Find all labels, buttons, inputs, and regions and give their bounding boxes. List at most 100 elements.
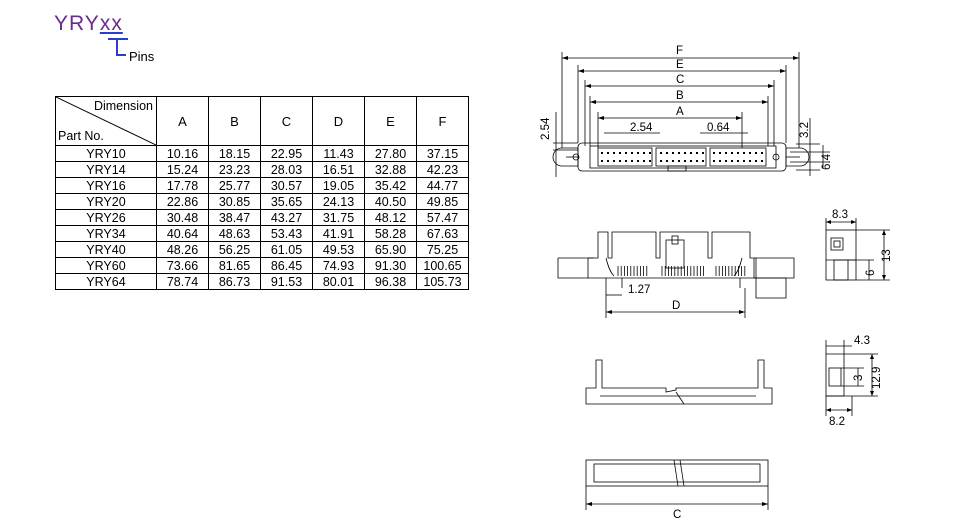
dimension-value-cell: 96.38 bbox=[364, 273, 417, 290]
dimension-value-cell: 40.64 bbox=[156, 225, 209, 242]
pin-dot bbox=[731, 160, 733, 162]
dimension-value-cell: 31.75 bbox=[312, 209, 365, 226]
pin-dot bbox=[613, 152, 615, 154]
dimension-value-cell: 105.73 bbox=[416, 273, 469, 290]
dimension-value-cell: 11.43 bbox=[312, 145, 365, 162]
dim-bottom-C-label: C bbox=[673, 509, 681, 521]
pin-dot bbox=[660, 160, 662, 162]
pin-dot bbox=[755, 152, 757, 154]
pin-dot bbox=[649, 160, 651, 162]
part-series-title: YRYxx bbox=[54, 12, 123, 36]
dim-front-pitch-label: 1.27 bbox=[628, 284, 650, 296]
dimension-value-cell: 78.74 bbox=[156, 273, 209, 290]
dimension-value-cell: 67.63 bbox=[416, 225, 469, 242]
pin-dot bbox=[625, 152, 627, 154]
pin-dot bbox=[643, 160, 645, 162]
pin-dot bbox=[749, 160, 751, 162]
pin-dot bbox=[702, 152, 704, 154]
dimension-value-cell: 35.42 bbox=[364, 177, 417, 194]
pin-dot bbox=[713, 152, 715, 154]
pin-dot bbox=[719, 152, 721, 154]
dimension-value-cell: 65.90 bbox=[364, 241, 417, 258]
pin-dot bbox=[619, 160, 621, 162]
series-prefix: YRY bbox=[54, 12, 100, 35]
bottom-view bbox=[585, 459, 769, 510]
pin-dot bbox=[643, 152, 645, 154]
side-view-1 bbox=[825, 218, 890, 281]
front-view bbox=[557, 231, 795, 318]
corner-part-label: Part No. bbox=[58, 129, 104, 143]
pin-dots bbox=[601, 152, 763, 162]
pin-dot bbox=[678, 152, 680, 154]
dim-r2-label: 6.4 bbox=[821, 153, 833, 170]
pin-dot bbox=[761, 152, 763, 154]
dim-B-label: B bbox=[676, 90, 684, 102]
side-view-2 bbox=[825, 340, 878, 416]
pin-teeth bbox=[617, 266, 746, 276]
pin-dot bbox=[737, 160, 739, 162]
dimension-value-cell: 41.91 bbox=[312, 225, 365, 242]
dim-side1-h1-label: 6 bbox=[865, 270, 877, 276]
pin-dot bbox=[743, 160, 745, 162]
pin-dot bbox=[601, 160, 603, 162]
pin-dot bbox=[690, 160, 692, 162]
part-number-cell: YRY14 bbox=[55, 161, 157, 178]
dimension-value-cell: 43.27 bbox=[260, 209, 313, 226]
pin-dot bbox=[649, 152, 651, 154]
pin-dot bbox=[601, 152, 603, 154]
pin-dot bbox=[631, 152, 633, 154]
dimension-value-cell: 30.85 bbox=[208, 193, 261, 210]
pins-pointer bbox=[116, 40, 126, 56]
dimension-value-cell: 25.77 bbox=[208, 177, 261, 194]
corner-diagonal bbox=[56, 97, 156, 145]
corner-dimension-label: Dimension bbox=[93, 99, 153, 113]
dimension-value-cell: 56.25 bbox=[208, 241, 261, 258]
dimension-value-cell: 86.45 bbox=[260, 257, 313, 274]
dimension-value-cell: 23.23 bbox=[208, 161, 261, 178]
table-header-row: Dimension Part No. A B C D E F bbox=[55, 96, 469, 146]
dim-r1-label: 3.2 bbox=[799, 122, 811, 138]
column-header: A bbox=[156, 96, 209, 146]
dim-F-label: F bbox=[676, 45, 683, 57]
dim-left-h-label: 2.54 bbox=[540, 117, 552, 140]
dimension-value-cell: 80.01 bbox=[312, 273, 365, 290]
pin-dot bbox=[607, 152, 609, 154]
dim-C-label: C bbox=[676, 74, 684, 86]
pin-dot bbox=[672, 160, 674, 162]
pin-dot bbox=[666, 160, 668, 162]
dimension-value-cell: 28.03 bbox=[260, 161, 313, 178]
pin-dot bbox=[637, 152, 639, 154]
dimension-value-cell: 27.80 bbox=[364, 145, 417, 162]
dimension-value-cell: 100.65 bbox=[416, 257, 469, 274]
dim-A-label: A bbox=[676, 106, 684, 118]
pin-dot bbox=[613, 160, 615, 162]
dimension-value-cell: 91.53 bbox=[260, 273, 313, 290]
pin-dot bbox=[731, 152, 733, 154]
dim-pitch-label: 2.54 bbox=[630, 122, 653, 134]
dimension-value-cell: 58.28 bbox=[364, 225, 417, 242]
part-number-cell: YRY20 bbox=[55, 193, 157, 210]
pin-dot bbox=[749, 152, 751, 154]
dimension-value-cell: 48.63 bbox=[208, 225, 261, 242]
pin-dot bbox=[619, 152, 621, 154]
dim-E-label: E bbox=[676, 59, 684, 71]
pin-dot bbox=[684, 160, 686, 162]
pins-pointer-bar bbox=[108, 38, 128, 40]
dimension-value-cell: 44.77 bbox=[416, 177, 469, 194]
dimension-value-cell: 22.95 bbox=[260, 145, 313, 162]
pin-dot bbox=[637, 160, 639, 162]
pin-dot bbox=[696, 152, 698, 154]
pin-dot bbox=[631, 160, 633, 162]
pin-dot bbox=[678, 160, 680, 162]
dim-pin-label: 0.64 bbox=[707, 122, 730, 134]
series-suffix: xx bbox=[99, 12, 123, 35]
pin-dot bbox=[761, 160, 763, 162]
dimension-value-cell: 18.15 bbox=[208, 145, 261, 162]
pin-dot bbox=[696, 160, 698, 162]
top-dim-lines bbox=[553, 52, 830, 177]
